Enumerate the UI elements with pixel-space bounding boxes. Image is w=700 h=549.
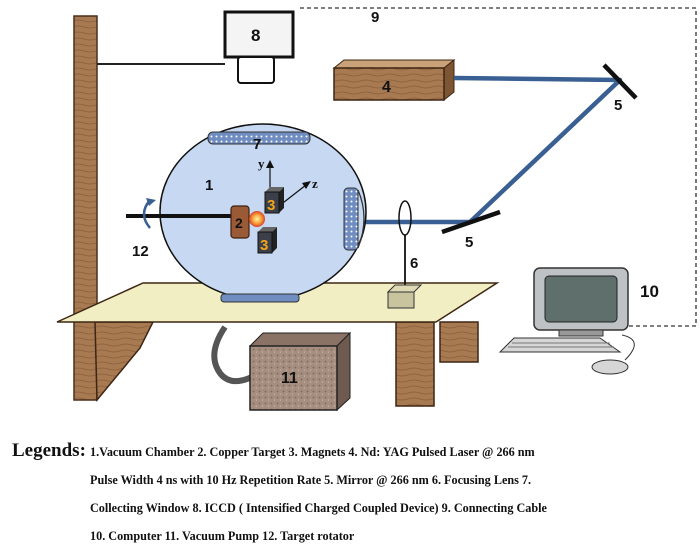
axis-z-label: z [312,176,318,191]
iccd-camera: 8 [223,10,295,84]
vacuum-chamber: 1 [159,123,367,303]
label-collecting-window: 7 [253,136,261,153]
label-copper-target: 2 [235,215,243,231]
collecting-window: 7 [207,131,311,153]
legend-line-4: 10. Computer 11. Vacuum Pump 12. Target … [90,529,355,543]
axis-y-label: y [258,156,265,171]
label-magnet-top: 3 [267,197,275,214]
experimental-setup-diagram: 9 8 4 5 5 11 1 [56,7,697,412]
legend-line-3: Collecting Window 8. ICCD ( Intensified … [90,501,547,515]
label-mirror-bottom: 5 [465,234,473,251]
connecting-cable [300,7,697,327]
mirror-bottom [441,209,501,235]
legend-line-2: Pulse Width 4 ns with 10 Hz Repetition R… [90,473,532,487]
label-connecting-cable: 9 [371,9,379,26]
magnet-bottom: 3 [257,227,277,254]
label-computer: 10 [640,282,659,301]
label-target-rotator: 12 [132,243,149,260]
wooden-stand-post [73,15,98,401]
vacuum-pump: 11 [248,331,352,412]
focusing-lens: 6 [386,200,423,309]
label-vacuum-pump: 11 [281,370,298,387]
nd-yag-laser: 4 [332,58,456,102]
vacuum-hose [211,325,254,385]
label-mirror-top: 5 [614,97,622,114]
computer: 10 [498,267,659,375]
label-magnet-bottom: 3 [260,237,268,254]
plasma-plume [249,211,265,227]
legend-line-1: 1.Vacuum Chamber 2. Copper Target 3. Mag… [90,445,535,459]
label-laser: 4 [382,79,391,96]
mirror-top [602,63,638,100]
label-vacuum-chamber: 1 [205,177,213,194]
side-port-window [343,187,359,251]
legend-title: Legends: [12,440,86,461]
label-iccd: 8 [251,26,260,45]
magnet-top: 3 [264,187,284,214]
copper-target: 2 [230,205,250,239]
label-focusing-lens: 6 [410,255,418,272]
